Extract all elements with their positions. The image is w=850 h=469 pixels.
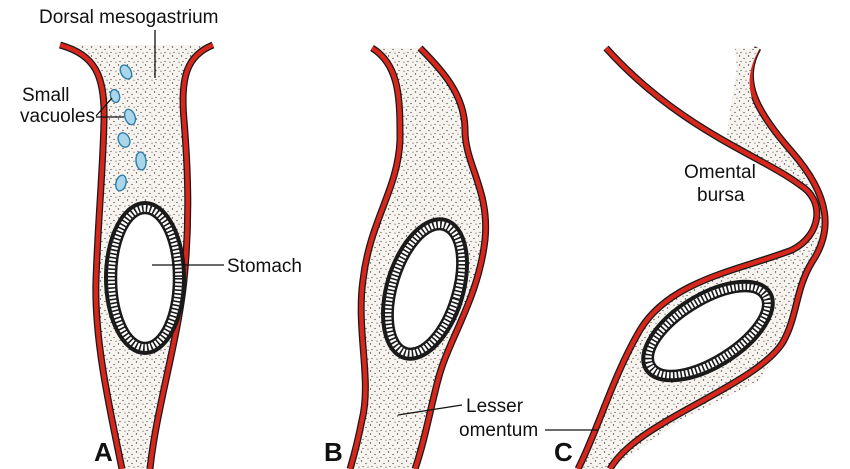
panel-b-right-membrane-red	[412, 46, 488, 469]
vacuole	[117, 132, 131, 148]
panel-c-omental-bursa-space	[606, 48, 817, 276]
stomach-b-lumen	[391, 227, 459, 351]
stomach-c-lumen	[651, 289, 765, 373]
vacuole-group	[109, 64, 147, 192]
vacuole	[123, 108, 137, 126]
label-dorsal-mesogastrium: Dorsal mesogastrium	[39, 7, 219, 28]
stomach-c	[641, 279, 775, 383]
label-small-vacuoles-1: Small	[22, 85, 70, 106]
label-stomach: Stomach	[227, 256, 302, 277]
stomach-a	[104, 201, 186, 355]
leader-vacuole-1	[95, 97, 113, 117]
label-omental-bursa-2: bursa	[697, 185, 745, 206]
panel-b: B	[324, 45, 490, 469]
leader-lesser-omentum-b	[397, 404, 463, 416]
panel-c-top-tissue	[735, 48, 760, 98]
labels: Dorsal mesogastrium Small vacuoles Stoma…	[20, 7, 756, 441]
stomach-b	[381, 217, 469, 361]
panel-a-right-membrane-red	[147, 42, 214, 469]
label-omental-bursa-1: Omental	[684, 162, 756, 183]
label-lesser-omentum-1: Lesser	[466, 396, 524, 417]
label-lesser-omentum-2: omentum	[459, 420, 538, 441]
panel-c-right-membrane-red	[608, 46, 828, 469]
panel-a-letter: A	[94, 437, 113, 467]
vacuole	[135, 151, 147, 171]
panel-a: A	[58, 41, 215, 469]
panel-a-left-membrane-red	[59, 42, 125, 469]
vacuole	[119, 64, 133, 80]
stomach-a-lumen	[114, 211, 176, 345]
vacuole	[115, 174, 127, 192]
panel-c-left-membrane-red	[576, 46, 819, 469]
label-small-vacuoles-2: vacuoles	[20, 106, 95, 127]
panel-c-letter: C	[554, 437, 573, 467]
panel-c: C	[554, 45, 829, 469]
panel-b-left-membrane-red	[347, 46, 403, 469]
vacuole	[109, 88, 121, 104]
stomach-a-mucosa	[108, 205, 182, 351]
panel-b-letter: B	[324, 437, 343, 467]
stomach-b-mucosa	[384, 221, 466, 357]
